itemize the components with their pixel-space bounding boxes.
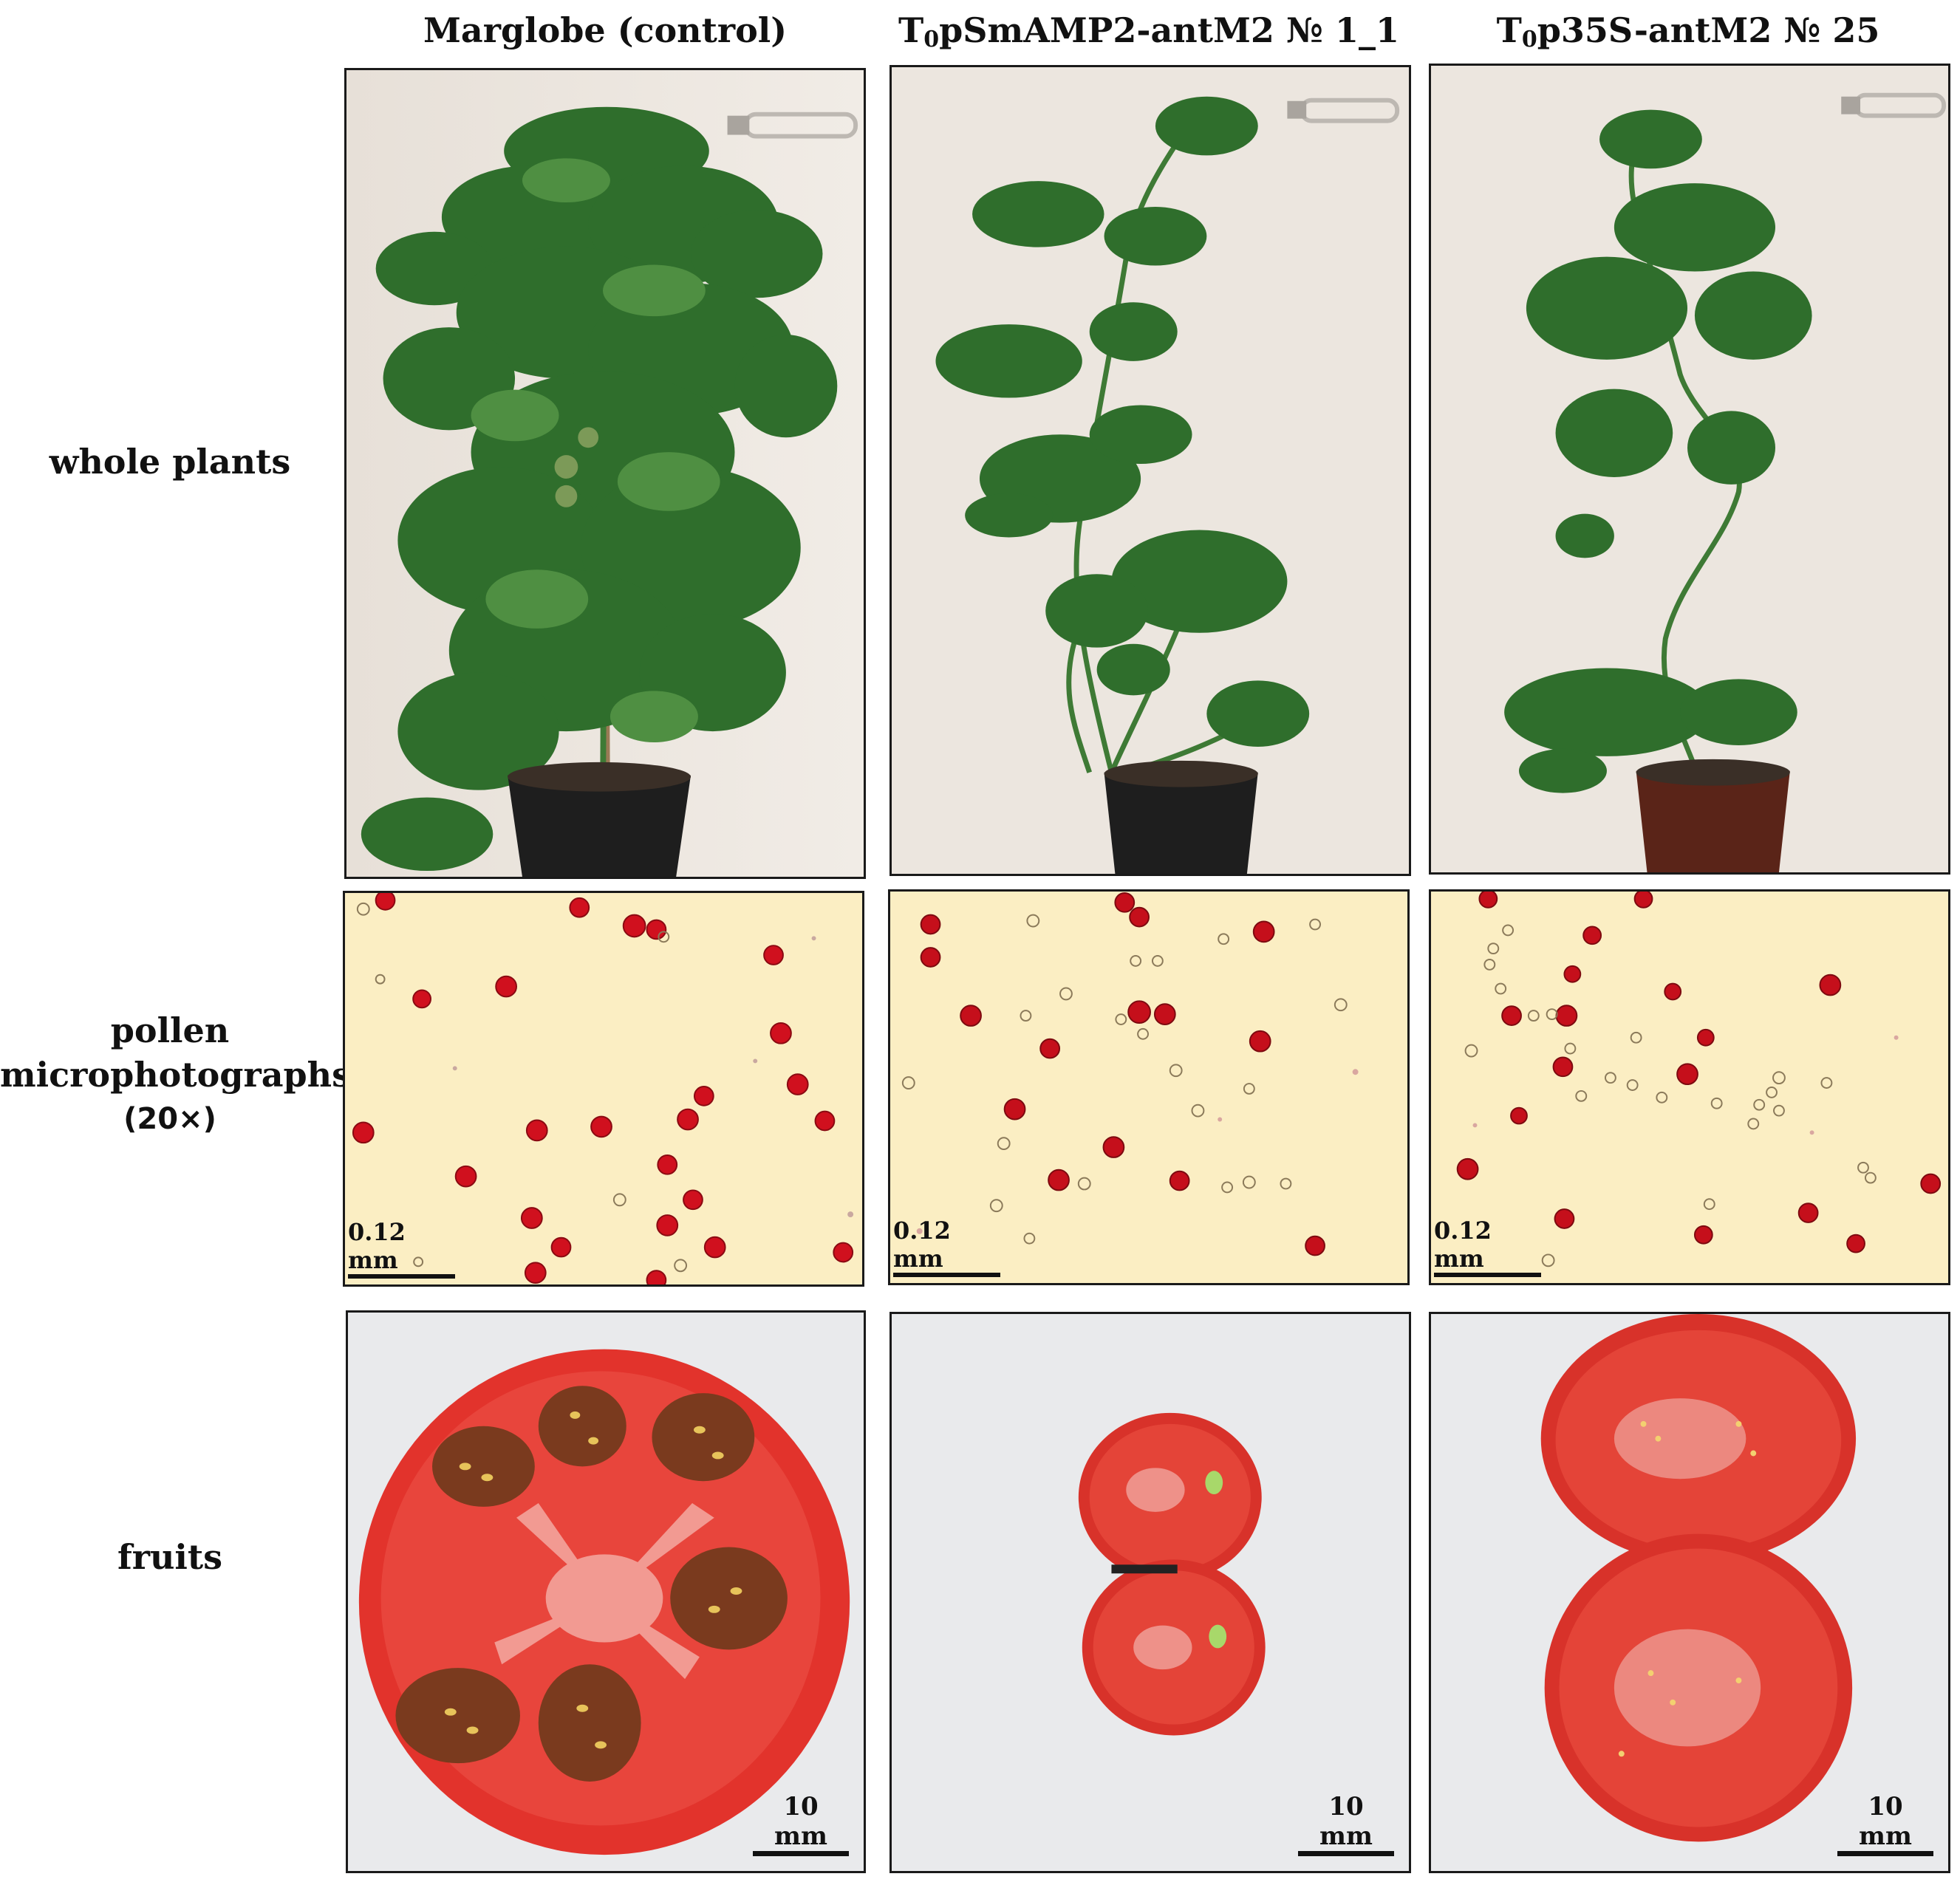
column-header-control-text: Marglobe (control)	[423, 10, 788, 50]
scalebar-fruit-smamp-bar	[1298, 1851, 1394, 1856]
plant-p35s-image	[1431, 66, 1948, 872]
plant-control-image	[346, 70, 864, 877]
column-header-p35s-sub: 0	[1521, 27, 1537, 52]
scalebar-pollen-smamp-label: 0.12 mm	[893, 1217, 951, 1273]
photo-plant-p35s	[1429, 64, 1950, 875]
scalebar-pollen-p35s-bar	[1434, 1273, 1541, 1277]
column-header-smamp-sub: 0	[923, 27, 940, 52]
scalebar-fruit-control-label: 10 mm	[774, 1792, 827, 1851]
scalebar-pollen-smamp: 0.12 mm	[893, 1217, 1004, 1277]
row-label-fruits-text: fruits	[117, 1537, 223, 1577]
column-header-smamp-prefix: T	[898, 10, 924, 50]
row-label-pollen: pollen microphotographs (20×)	[0, 1008, 352, 1141]
row-label-whole-plants: whole plants	[0, 439, 340, 484]
micrograph-pollen-smamp: 0.12 mm	[888, 889, 1410, 1285]
row-label-pollen-line2: microphotographs	[0, 1055, 352, 1095]
scalebar-fruit-control: 10 mm	[753, 1792, 849, 1856]
photo-fruit-control: 10 mm	[346, 1310, 866, 1873]
pollen-control-image	[345, 893, 862, 1284]
column-header-smamp-rest: pSmAMP2-antM2 № 1_1	[939, 10, 1399, 50]
micrograph-pollen-control: 0.12 mm	[343, 891, 864, 1287]
pollen-p35s-image	[1431, 892, 1948, 1283]
scalebar-fruit-p35s-label: 10 mm	[1859, 1792, 1912, 1851]
scalebar-fruit-p35s: 10 mm	[1837, 1792, 1933, 1856]
row-label-fruits: fruits	[0, 1535, 340, 1579]
pollen-smamp-image	[890, 892, 1407, 1283]
photo-fruit-smamp: 10 mm	[889, 1312, 1411, 1873]
scalebar-pollen-p35s-label: 0.12 mm	[1434, 1217, 1492, 1273]
fruit-smamp-image	[892, 1314, 1409, 1871]
scalebar-fruit-p35s-bar	[1837, 1851, 1933, 1856]
fruit-p35s-image	[1431, 1314, 1948, 1871]
fruit-control-image	[348, 1313, 864, 1871]
column-header-smamp: T0pSmAMP2-antM2 № 1_1	[887, 10, 1411, 52]
scalebar-pollen-smamp-bar	[893, 1273, 1000, 1277]
scalebar-fruit-smamp: 10 mm	[1298, 1792, 1394, 1856]
scalebar-pollen-p35s: 0.12 mm	[1434, 1217, 1545, 1277]
plant-smamp-image	[892, 67, 1409, 874]
photo-fruit-p35s: 10 mm	[1429, 1312, 1950, 1873]
row-label-whole-plants-text: whole plants	[49, 442, 291, 482]
scalebar-pollen-control: 0.12 mm	[348, 1218, 459, 1279]
scalebar-pollen-control-label: 0.12 mm	[348, 1218, 406, 1274]
column-header-p35s: T0p35S-antM2 № 25	[1426, 10, 1950, 52]
photo-plant-smamp	[889, 65, 1411, 876]
column-header-p35s-rest: p35S-antM2 № 25	[1537, 10, 1880, 50]
photo-plant-control	[344, 68, 866, 879]
column-header-p35s-prefix: T	[1496, 10, 1522, 50]
scalebar-pollen-control-bar	[348, 1274, 455, 1279]
scalebar-fruit-control-bar	[753, 1851, 849, 1856]
column-header-control: Marglobe (control)	[343, 10, 867, 50]
row-label-pollen-magnification: (20×)	[123, 1102, 216, 1136]
scalebar-fruit-smamp-label: 10 mm	[1319, 1792, 1373, 1851]
micrograph-pollen-p35s: 0.12 mm	[1429, 889, 1950, 1285]
row-label-pollen-line1: pollen	[110, 1010, 230, 1050]
